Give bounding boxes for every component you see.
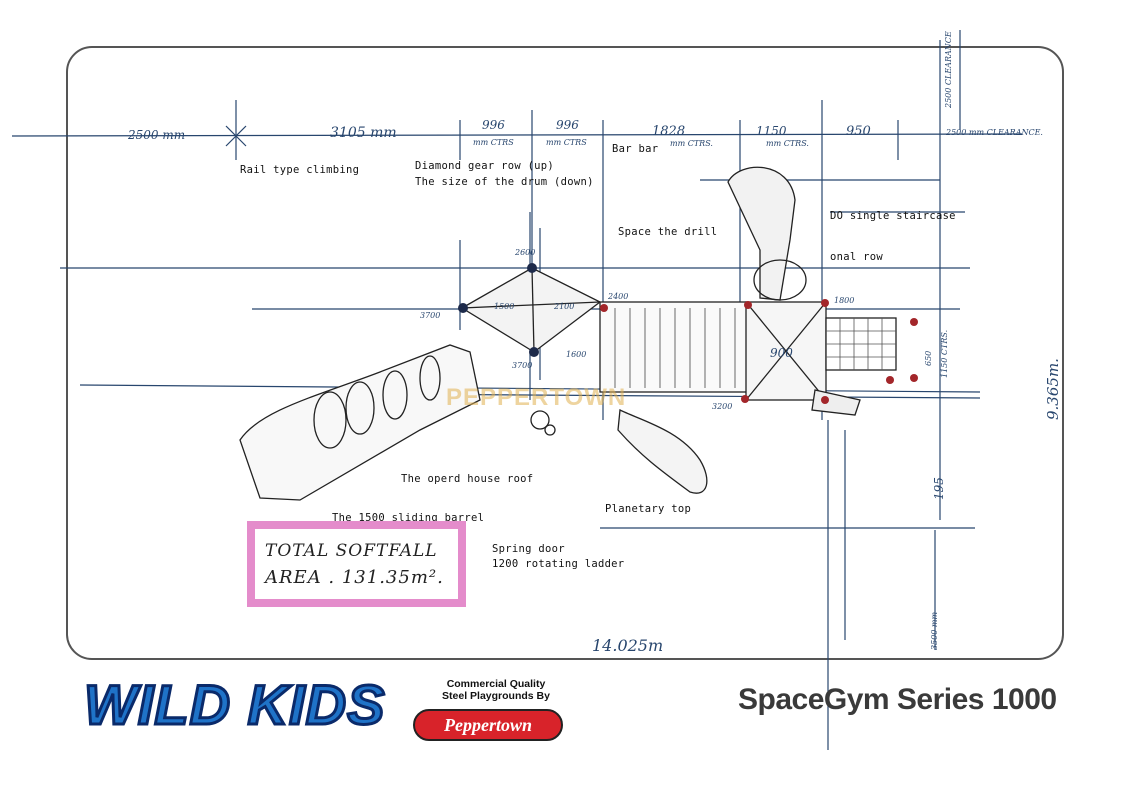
dim-h-3700-b: 3700 [512,361,533,370]
dim-996-b: 996 [556,118,579,132]
softfall-note: TOTAL SOFTFALL AREA . 131.35m². [247,521,466,607]
dim-h-1800: 1800 [834,296,855,305]
dim-1828: 1828 [652,124,686,139]
wild-kids-logo: WILD KIDS [82,672,386,738]
dim-clearance-side: 2500 CLEARANCE [944,31,953,108]
dim-1150-sub: mm CTRS. [766,139,809,148]
label-drum-size: The size of the drum (down) [415,176,594,188]
dim-h-3700-a: 3700 [420,311,441,320]
tagline-line-2: Steel Playgrounds By [442,690,550,702]
series-title: SpaceGym Series 1000 [738,683,1057,716]
dim-h-2400: 2400 [608,292,629,301]
label-rotating-ladder: 1200 rotating ladder [492,558,625,570]
dim-v-650: 650 [924,350,933,366]
dim-1150: 1150 [756,124,787,138]
label-spring-door: Spring door [492,543,565,555]
label-diamond-gear: Diamond gear row (up) [415,160,555,172]
label-planetary-top: Planetary top [605,503,692,515]
dim-h-1600: 1600 [566,350,587,359]
label-space-drill: Space the drill [618,226,718,238]
dim-996-a-sub: mm CTRS [473,138,514,147]
dim-v-1150: 1150 CTRS. [940,329,949,378]
dim-clearance-top: 2500 mm CLEARANCE. [946,128,1043,137]
label-opera-house: The operd house roof [401,473,534,485]
label-rail-climbing: Rail type climbing [240,164,360,176]
dim-h-2100: 2100 [554,302,575,311]
dim-total-width: 14.025m [592,636,664,655]
drawing-frame [66,46,1064,660]
post-markers [458,263,918,404]
dim-996-a: 996 [482,118,505,132]
tagline-line-1: Commercial Quality [446,678,546,690]
dim-3105: 3105 mm [330,125,397,141]
dim-total-height: 9.365m. [1044,358,1062,420]
dim-950: 950 [846,124,871,139]
structure-outline [239,166,897,501]
dim-h-900: 900 [770,346,793,360]
dim-h-2600: 2600 [515,248,536,257]
dim-2500: 2500 mm [128,128,186,142]
label-bar-bar: Bar bar [612,143,659,155]
softfall-line-1: TOTAL SOFTFALL [265,541,438,561]
dim-996-b-sub: mm CTRS [546,138,587,147]
label-single-staircase: DO single staircase [830,210,956,222]
label-oval-row: onal row [830,251,883,263]
dim-h-3200: 3200 [712,402,733,411]
dim-1828-sub: mm CTRS. [670,139,713,148]
tagline: Commercial Quality Steel Playgrounds By [420,678,572,702]
softfall-line-2: AREA . 131.35m². [265,567,444,588]
peppertown-badge: Peppertown [413,709,563,741]
dim-v-195: 195 [932,477,946,500]
peppertown-watermark: PEPPERTOWN [446,384,627,411]
dim-h-1500: 1500 [494,302,515,311]
dim-v-3500: 3500 mm [930,611,939,650]
